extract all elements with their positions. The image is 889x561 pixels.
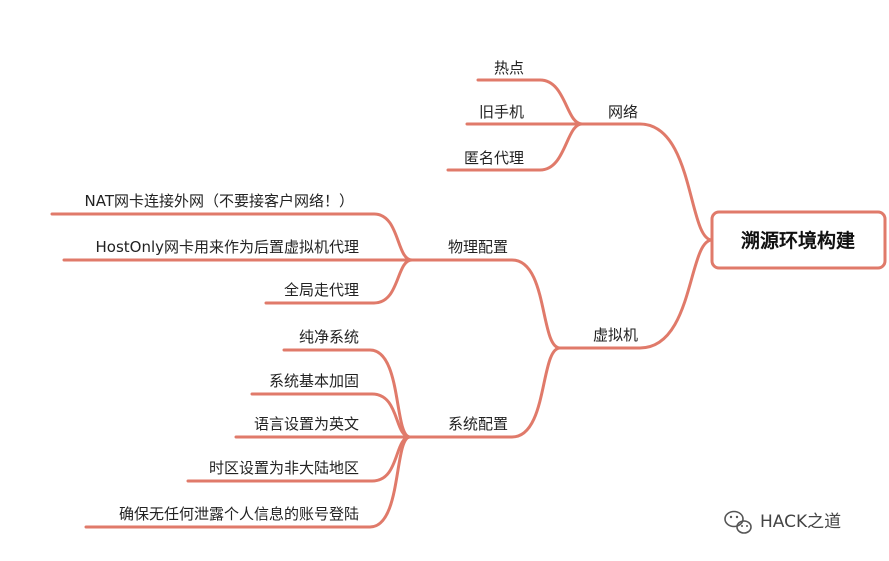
physical-config-label: 物理配置 — [448, 238, 508, 256]
connector-root-vm — [558, 238, 714, 350]
branch-network: 网络 热点 旧手机 匿名代理 — [446, 59, 638, 172]
branch-network-label: 网络 — [608, 103, 638, 121]
watermark: HACK之道 — [724, 510, 841, 534]
watermark-text: HACK之道 — [760, 512, 841, 532]
system-item-account: 确保无任何泄露个人信息的账号登陆 — [119, 505, 359, 523]
connector-physical-nat — [50, 212, 414, 262]
branch-physical-config: 物理配置 NAT网卡连接外网（不要接客户网络！） HostOnly网卡用来作为后… — [50, 192, 508, 305]
root-node-label: 溯源环境构建 — [741, 229, 855, 252]
connector-system-clean — [282, 348, 412, 439]
system-item-language: 语言设置为英文 — [254, 415, 359, 433]
connector-vm-physical — [410, 258, 562, 350]
physical-item-global-proxy: 全局走代理 — [284, 281, 359, 299]
connector-system-account — [84, 435, 412, 529]
root-node[interactable]: 溯源环境构建 — [710, 210, 887, 270]
connector-root-network — [580, 122, 714, 242]
wechat-icon — [724, 510, 752, 534]
network-item-hotspot: 热点 — [494, 59, 524, 77]
connector-vm-system — [408, 346, 562, 439]
connector-network-proxy — [446, 122, 584, 172]
branch-system-config: 系统配置 纯净系统 系统基本加固 语言设置为英文 时区设置为非大陆地区 确保无任… — [84, 328, 508, 529]
network-item-anonymous-proxy: 匿名代理 — [464, 149, 524, 167]
system-item-clean-system: 纯净系统 — [299, 328, 359, 346]
branch-vm-label: 虚拟机 — [593, 326, 638, 344]
connector-physical-proxy — [264, 258, 414, 305]
system-config-label: 系统配置 — [448, 415, 508, 433]
connector-system-hardening — [250, 392, 412, 439]
physical-item-nat: NAT网卡连接外网（不要接客户网络！） — [85, 192, 354, 210]
physical-item-hostonly: HostOnly网卡用来作为后置虚拟机代理 — [95, 238, 359, 256]
system-item-hardening: 系统基本加固 — [269, 372, 359, 390]
system-item-timezone: 时区设置为非大陆地区 — [209, 459, 359, 477]
connector-network-hotspot — [476, 78, 584, 126]
network-item-old-phone: 旧手机 — [479, 103, 524, 121]
branch-vm: 虚拟机 — [408, 258, 638, 439]
